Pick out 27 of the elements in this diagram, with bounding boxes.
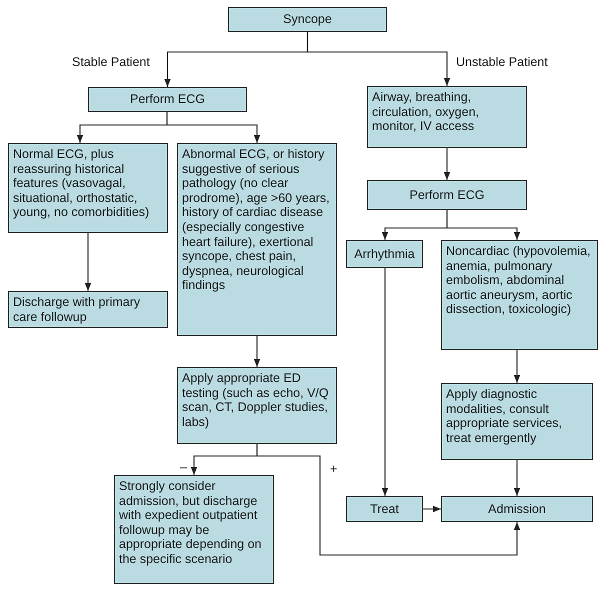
process-box: Noncardiac (hypovolemia, anemia, pulmonary embolism, abdominal aortic aneurysm, aortic dissection, toxicologic) xyxy=(441,240,598,350)
process-box: Airway, breathing, circulation, oxygen, monitor, IV access xyxy=(367,86,527,148)
edge-label: Stable Patient xyxy=(72,55,150,69)
arrow xyxy=(306,32,450,86)
process-box: Abnormal ECG, or history suggestive of serious pathology (no clear prodrome), age >60 years, history of cardiac disease (especially congestive heart failure), exertional syncope, chest pain, dyspnea, neurological findings xyxy=(177,143,337,336)
process-box: Treat xyxy=(346,496,423,522)
arrow xyxy=(514,350,520,383)
process-box: Normal ECG, plus reassuring historical features (vasovagal, situational, orthostatic, young, no comorbidities) xyxy=(8,143,168,233)
arrow xyxy=(514,460,520,496)
arrow xyxy=(84,233,92,291)
process-box: Strongly consider admission, but discharge with expedient outpatient followup may be appropriate depending on the specific scenario xyxy=(114,475,274,584)
process-box: Syncope xyxy=(228,7,387,32)
process-box: Apply diagnostic modalities, consult appropriate services, treat emergently xyxy=(441,383,593,460)
process-box: Apply appropriate ED testing (such as echo, V/Q scan, CT, Doppler studies, labs) xyxy=(177,367,337,444)
arrow xyxy=(166,112,260,143)
process-box: Admission xyxy=(441,496,593,522)
edge-label: Unstable Patient xyxy=(456,55,548,69)
arrow xyxy=(256,444,520,556)
arrow xyxy=(382,268,388,496)
arrow xyxy=(423,506,441,512)
process-box: Arrhythmia xyxy=(346,240,423,268)
process-box: Perform ECG xyxy=(367,180,527,210)
process-box: Perform ECG xyxy=(88,87,247,112)
arrow xyxy=(444,148,450,180)
process-box: Discharge with primary care followup xyxy=(8,291,168,328)
arrow xyxy=(254,336,260,367)
arrow xyxy=(446,210,520,240)
